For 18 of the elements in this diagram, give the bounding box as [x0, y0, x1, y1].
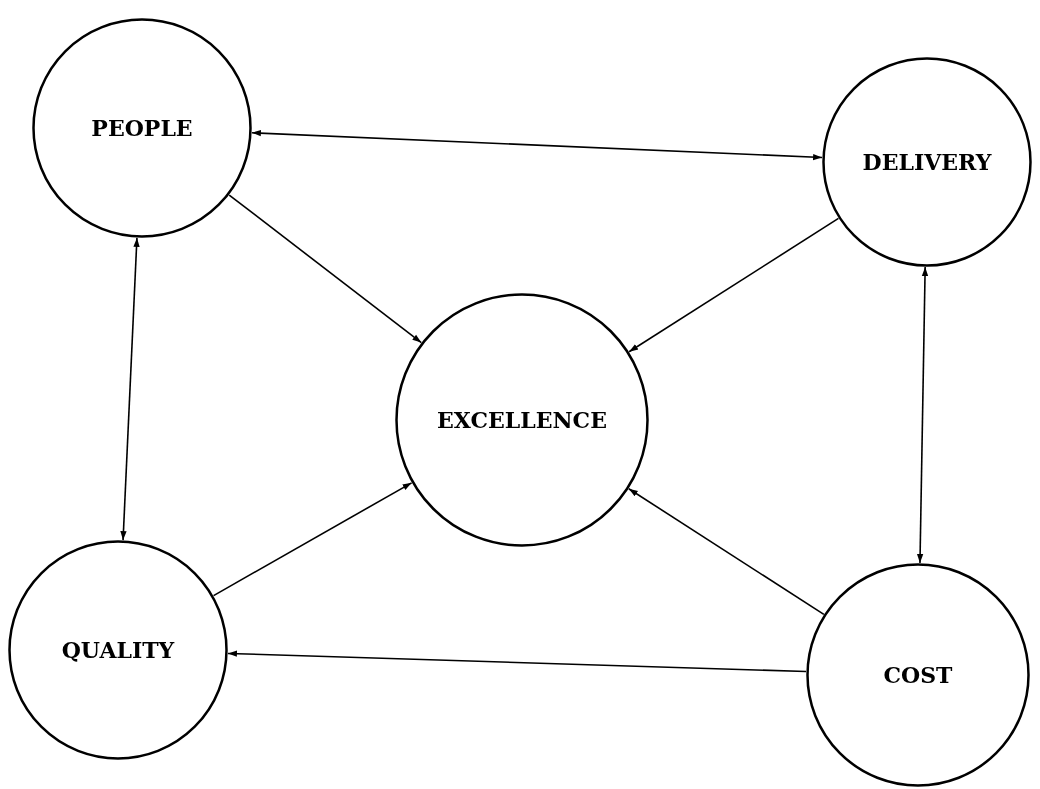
node-label: EXCELLENCE [437, 407, 607, 433]
arrow [212, 482, 413, 597]
node-label: COST [883, 662, 953, 688]
circle-node [32, 18, 252, 238]
node-label: PEOPLE [91, 115, 193, 141]
circle-node [395, 293, 649, 547]
node-label: DELIVERY [862, 149, 992, 175]
node-label: QUALITY [61, 637, 175, 663]
arrow [628, 217, 840, 353]
arrow [628, 487, 825, 616]
arrow [916, 266, 929, 564]
arrow [120, 237, 140, 541]
arrow [251, 130, 823, 161]
arrow [228, 194, 423, 344]
circle-node [806, 563, 1030, 787]
circle-node [8, 540, 228, 760]
circle-node [822, 57, 1032, 267]
arrow [227, 650, 807, 673]
